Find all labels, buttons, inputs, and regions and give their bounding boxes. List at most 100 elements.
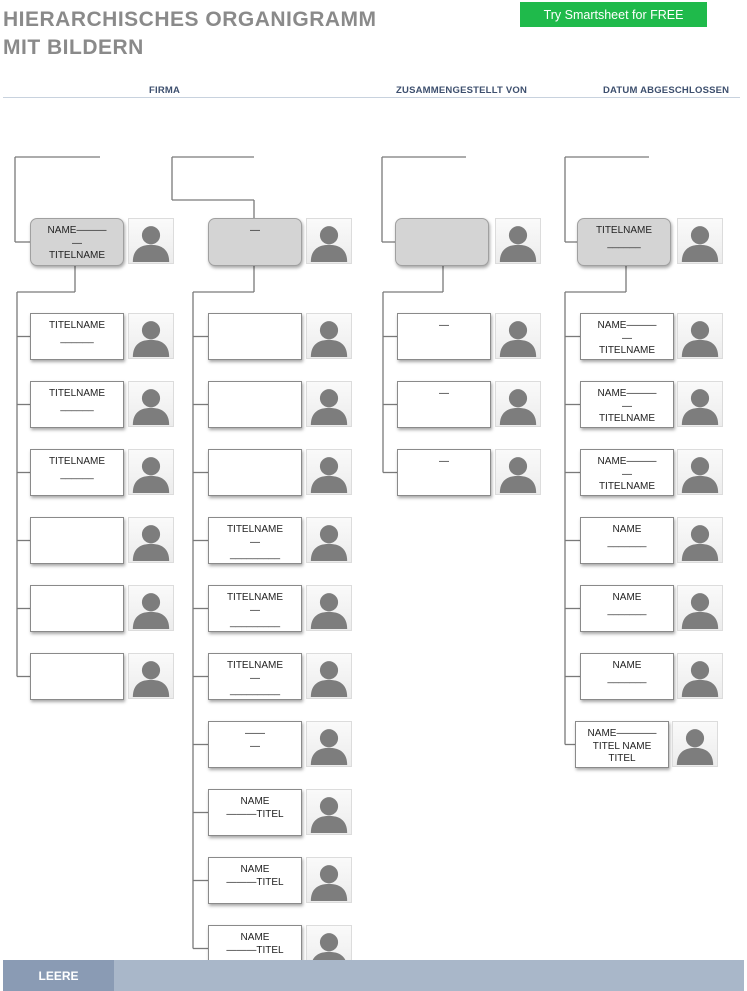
node-box-0-0-text-1: ______ <box>60 332 94 344</box>
node-box-0-2[interactable]: TITELNAME______ <box>30 449 124 496</box>
node-box-1-3-text-1: — <box>250 536 260 548</box>
node-box-1-3-text-2: _________ <box>229 549 281 560</box>
head-photo-2 <box>495 218 541 264</box>
node-box-3-2-text-1: — <box>622 468 632 480</box>
head-box-0-text-1: — <box>72 237 82 249</box>
node-box-3-3-text-1: _______ <box>607 536 647 548</box>
node-box-1-5[interactable]: TITELNAME—_________ <box>208 653 302 700</box>
person-placeholder-icon <box>310 593 348 630</box>
page-title-line-1: HIERARCHISCHES ORGANIGRAMM <box>3 8 377 31</box>
node-box-3-2[interactable]: NAME————TITELNAME <box>580 449 674 496</box>
try-smartsheet-button[interactable]: Try Smartsheet for FREE <box>520 2 707 27</box>
person-placeholder-icon <box>310 865 348 902</box>
node-box-1-9-text-1: ———TITEL <box>226 944 284 956</box>
footer-bar <box>114 960 744 991</box>
node-photo-3-1 <box>677 381 723 427</box>
page-title: HIERARCHISCHES ORGANIGRAMM MIT BILDERN <box>3 6 377 62</box>
node-photo-0-5 <box>128 653 174 699</box>
head-box-3-text-0: TITELNAME <box>595 225 653 236</box>
person-placeholder-icon <box>132 525 170 562</box>
head-box-1-text-0: — <box>250 225 260 236</box>
node-box-1-6-text-1: — <box>250 740 260 752</box>
head-photo-0 <box>128 218 174 264</box>
header-divider <box>3 97 740 98</box>
node-photo-0-4 <box>128 585 174 631</box>
head-box-2[interactable] <box>395 218 489 266</box>
head-box-0[interactable]: NAME————TITELNAME <box>30 218 124 266</box>
node-box-1-0[interactable] <box>208 313 302 360</box>
person-placeholder-icon <box>132 593 170 630</box>
person-placeholder-icon <box>681 389 719 426</box>
node-box-0-4[interactable] <box>30 585 124 632</box>
node-box-0-3[interactable] <box>30 517 124 564</box>
node-box-3-1-text-0: NAME——— <box>597 388 657 399</box>
node-box-1-2[interactable] <box>208 449 302 496</box>
person-placeholder-icon <box>681 661 719 698</box>
person-placeholder-icon <box>676 729 714 766</box>
node-box-2-1[interactable]: — <box>397 381 491 428</box>
node-box-0-0-text-0: TITELNAME <box>48 320 106 331</box>
node-photo-1-8 <box>306 857 352 903</box>
node-box-3-5-text-1: _______ <box>607 672 647 684</box>
node-box-3-0-text-2: TITELNAME <box>598 345 656 356</box>
person-placeholder-icon <box>310 457 348 494</box>
node-box-3-4[interactable]: NAME_______ <box>580 585 674 632</box>
node-photo-0-0 <box>128 313 174 359</box>
node-box-3-1-text-2: TITELNAME <box>598 413 656 424</box>
node-box-1-1[interactable] <box>208 381 302 428</box>
node-photo-1-4 <box>306 585 352 631</box>
node-box-1-3-text-0: TITELNAME <box>226 524 284 535</box>
node-box-3-5-text-0: NAME <box>612 660 642 671</box>
node-box-2-2-text-0: — <box>439 456 449 467</box>
node-box-0-0[interactable]: TITELNAME______ <box>30 313 124 360</box>
company-label: FIRMA <box>149 85 181 96</box>
node-box-0-1[interactable]: TITELNAME______ <box>30 381 124 428</box>
node-box-1-6[interactable]: ——— <box>208 721 302 768</box>
node-box-1-4-text-2: _________ <box>229 617 281 628</box>
node-box-3-6-text-2: TITEL <box>608 753 636 764</box>
node-box-3-3[interactable]: NAME_______ <box>580 517 674 564</box>
node-box-1-8-text-0: NAME <box>240 864 270 875</box>
node-box-1-7[interactable]: NAME———TITEL <box>208 789 302 836</box>
node-box-0-5[interactable] <box>30 653 124 700</box>
node-box-0-1-text-0: TITELNAME <box>48 388 106 399</box>
node-box-3-2-text-0: NAME——— <box>597 456 657 467</box>
node-box-2-1-text-0: — <box>439 388 449 399</box>
person-placeholder-icon <box>310 321 348 358</box>
node-box-1-9-text-0: NAME <box>240 932 270 943</box>
node-box-3-1[interactable]: NAME————TITELNAME <box>580 381 674 428</box>
node-box-3-0-text-0: NAME——— <box>597 320 657 331</box>
head-box-1[interactable]: — <box>208 218 302 266</box>
node-box-3-5[interactable]: NAME_______ <box>580 653 674 700</box>
node-box-1-4[interactable]: TITELNAME—_________ <box>208 585 302 632</box>
node-box-2-0[interactable]: — <box>397 313 491 360</box>
head-box-3[interactable]: TITELNAME______ <box>577 218 671 266</box>
person-placeholder-icon <box>499 457 537 494</box>
node-box-1-8[interactable]: NAME———TITEL <box>208 857 302 904</box>
person-placeholder-icon <box>310 661 348 698</box>
person-placeholder-icon <box>310 525 348 562</box>
person-placeholder-icon <box>310 389 348 426</box>
date-completed-label: DATUM ABGESCHLOSSEN <box>603 85 730 96</box>
node-photo-1-6 <box>306 721 352 767</box>
node-box-3-4-text-0: NAME <box>612 592 642 603</box>
node-box-0-2-text-1: ______ <box>60 468 94 480</box>
node-box-3-6-text-1: TITEL NAME <box>592 740 652 752</box>
node-box-0-1-text-1: ______ <box>60 400 94 412</box>
node-box-1-6-text-0: —— <box>245 728 265 739</box>
node-box-1-7-text-1: ———TITEL <box>226 808 284 820</box>
node-box-1-3[interactable]: TITELNAME—_________ <box>208 517 302 564</box>
person-placeholder-icon <box>681 593 719 630</box>
node-photo-0-1 <box>128 381 174 427</box>
person-placeholder-icon <box>499 389 537 426</box>
head-photo-3 <box>677 218 723 264</box>
node-photo-1-0 <box>306 313 352 359</box>
compiled-by-label: ZUSAMMENGESTELLT VON <box>396 85 528 96</box>
node-photo-0-3 <box>128 517 174 563</box>
node-box-2-2[interactable]: — <box>397 449 491 496</box>
person-placeholder-icon <box>681 226 719 263</box>
node-box-3-3-text-0: NAME <box>612 524 642 535</box>
node-box-3-0[interactable]: NAME————TITELNAME <box>580 313 674 360</box>
node-photo-1-3 <box>306 517 352 563</box>
